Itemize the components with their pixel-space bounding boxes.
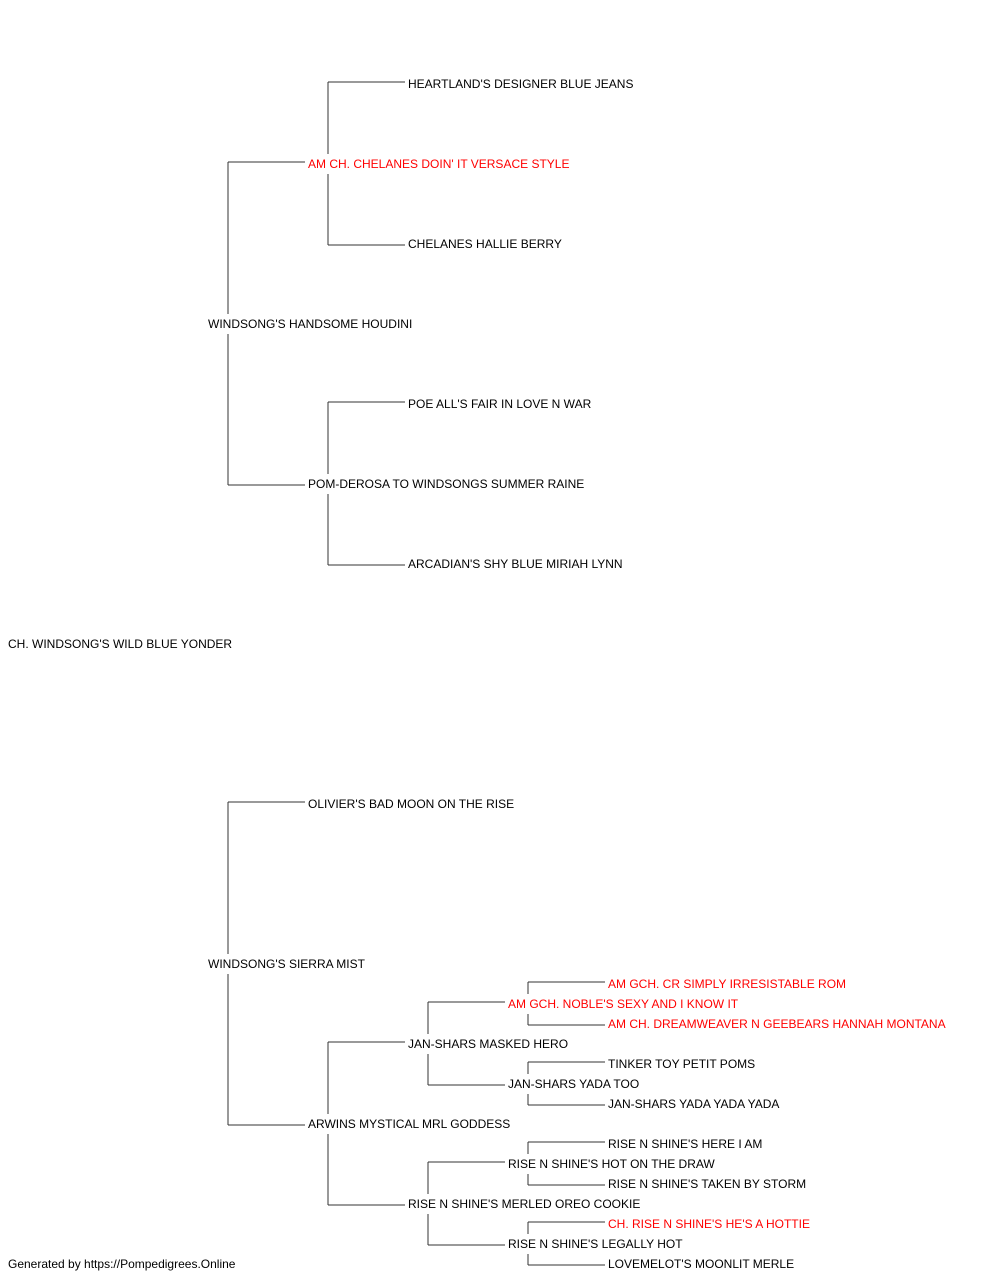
sire-sire-dam-name[interactable]: CHELANES HALLIE BERRY: [408, 237, 562, 251]
dam-dam-dam-dam-name[interactable]: RISE N SHINE'S LEGALLY HOT: [508, 1237, 683, 1251]
dam-dam-sire-sire-sire-name[interactable]: AM GCH. CR SIMPLY IRRESISTABLE ROM: [608, 977, 846, 991]
dam-dam-sire-name[interactable]: JAN-SHARS MASKED HERO: [408, 1037, 568, 1051]
sire-sire-name[interactable]: AM CH. CHELANES DOIN' IT VERSACE STYLE: [308, 157, 569, 171]
dam-dam-sire-sire-name[interactable]: AM GCH. NOBLE'S SEXY AND I KNOW IT: [508, 997, 739, 1011]
generated-by-footer: Generated by https://Pompedigrees.Online: [8, 1257, 236, 1271]
sire-dam-sire-name[interactable]: POE ALL'S FAIR IN LOVE N WAR: [408, 397, 592, 411]
sire-sire-sire-name[interactable]: HEARTLAND'S DESIGNER BLUE JEANS: [408, 77, 633, 91]
dam-sire-name[interactable]: OLIVIER'S BAD MOON ON THE RISE: [308, 797, 514, 811]
dam-dam-sire-sire-dam-name[interactable]: AM CH. DREAMWEAVER N GEEBEARS HANNAH MON…: [608, 1017, 946, 1031]
sire-dam-name[interactable]: POM-DEROSA TO WINDSONGS SUMMER RAINE: [308, 477, 584, 491]
dam-dam-name[interactable]: ARWINS MYSTICAL MRL GODDESS: [308, 1117, 510, 1131]
dam-dam-sire-dam-name[interactable]: JAN-SHARS YADA TOO: [508, 1077, 639, 1091]
pedigree-connectors: [227, 81, 605, 1266]
dam-dam-dam-sire-sire-name[interactable]: RISE N SHINE'S HERE I AM: [608, 1137, 762, 1151]
dam-dam-dam-sire-dam-name[interactable]: RISE N SHINE'S TAKEN BY STORM: [608, 1177, 806, 1191]
dam-dam-sire-dam-sire-name[interactable]: TINKER TOY PETIT POMS: [608, 1057, 755, 1071]
dam-dam-dam-dam-dam-name[interactable]: LOVEMELOT'S MOONLIT MERLE: [608, 1257, 794, 1271]
dam-name[interactable]: WINDSONG'S SIERRA MIST: [208, 957, 366, 971]
dam-dam-dam-name[interactable]: RISE N SHINE'S MERLED OREO COOKIE: [408, 1197, 640, 1211]
dam-dam-sire-dam-dam-name[interactable]: JAN-SHARS YADA YADA YADA: [608, 1097, 779, 1111]
pedigree-names: CH. WINDSONG'S WILD BLUE YONDER WINDSONG…: [8, 77, 946, 1271]
dam-dam-dam-sire-name[interactable]: RISE N SHINE'S HOT ON THE DRAW: [508, 1157, 715, 1171]
sire-name[interactable]: WINDSONG'S HANDSOME HOUDINI: [208, 317, 412, 331]
subject-name[interactable]: CH. WINDSONG'S WILD BLUE YONDER: [8, 637, 232, 651]
dam-dam-dam-dam-sire-name[interactable]: CH. RISE N SHINE'S HE'S A HOTTIE: [608, 1217, 810, 1231]
sire-dam-dam-name[interactable]: ARCADIAN'S SHY BLUE MIRIAH LYNN: [408, 557, 623, 571]
